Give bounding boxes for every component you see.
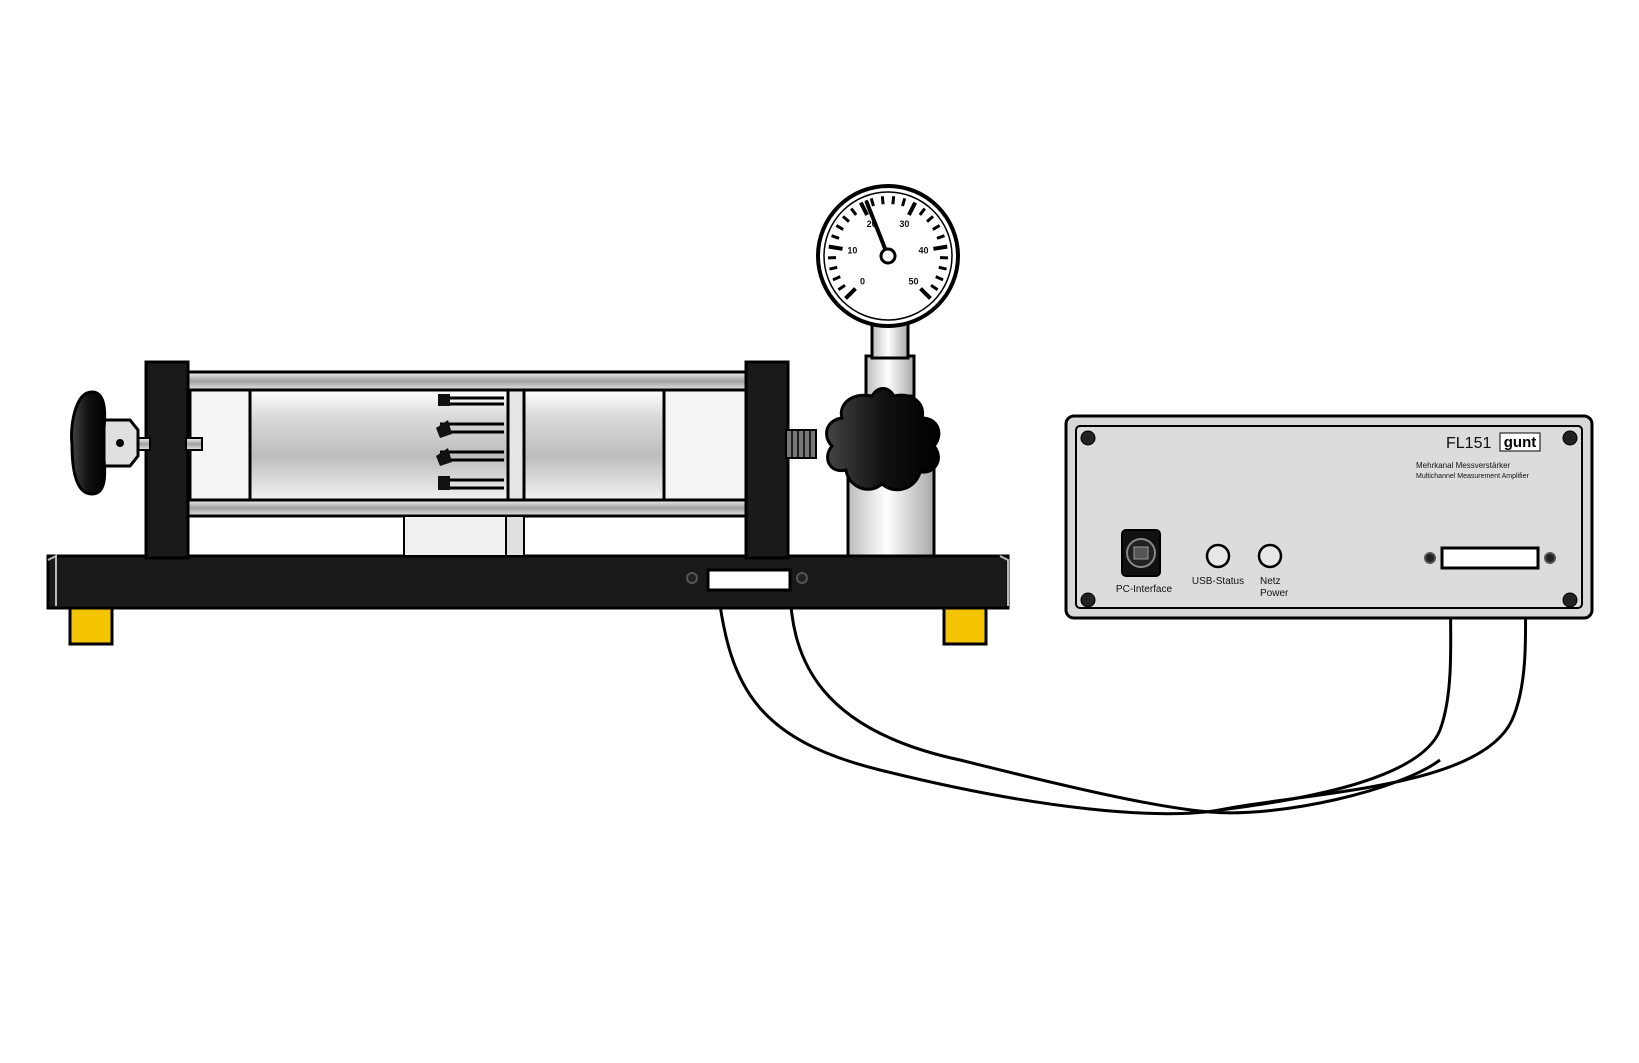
gauge-tick <box>931 224 941 231</box>
power-label-de: Netz <box>1260 576 1281 587</box>
gauge-tick-label: 20 <box>867 219 877 229</box>
amplifier-model: FL151 <box>1446 435 1491 452</box>
screw-icon <box>1080 430 1096 446</box>
power-label-en: Power <box>1260 588 1289 599</box>
amplifier-title-en: Multichannel Measurement Amplifier <box>1416 473 1529 480</box>
cylinder-assembly <box>70 360 817 560</box>
foot-left <box>68 606 114 646</box>
svg-text:gunt: gunt <box>1504 434 1536 451</box>
gauge-tick <box>918 207 926 216</box>
power-led <box>1257 543 1283 569</box>
gauge-tick <box>891 196 896 205</box>
screw-icon <box>1424 552 1436 564</box>
valve-knob-icon <box>825 387 941 492</box>
gauge-tick <box>933 244 948 251</box>
pressure-gauge: 0 10 20 30 40 50 <box>816 184 960 328</box>
pc-interface-port[interactable] <box>1121 529 1161 577</box>
gauge-tick-label: 10 <box>847 245 857 255</box>
measurement-amplifier: FL151 gunt Mehrkanal Messverstärker Mult… <box>1064 414 1594 620</box>
gauge-tick-label: 30 <box>899 219 909 229</box>
gauge-tick <box>880 196 885 205</box>
gauge-tick <box>935 275 944 282</box>
gauge-tick-label: 50 <box>908 276 918 286</box>
gauge-tick <box>919 287 932 300</box>
gauge-tick <box>850 207 858 216</box>
gauge-tick <box>907 201 918 216</box>
gauge-tick <box>869 197 875 207</box>
ribbon-cable <box>716 567 1528 816</box>
gauge-tick <box>926 215 934 223</box>
base-frame <box>46 554 1010 646</box>
gauge-tick <box>835 224 845 231</box>
gauge-tick <box>837 283 846 291</box>
foot-right <box>942 606 988 646</box>
gauge-tick <box>832 275 841 282</box>
gauge-tick <box>901 197 907 207</box>
screw-icon <box>686 572 698 584</box>
strain-gauge-leads <box>440 396 504 490</box>
gauge-tick <box>842 215 850 223</box>
gauge-tick <box>936 234 945 240</box>
gauge-tick <box>831 234 840 240</box>
gauge-tick <box>828 244 843 251</box>
gauge-tick-label: 0 <box>860 276 865 286</box>
base-ribbon-connector <box>706 568 792 592</box>
gauge-tick <box>858 201 869 216</box>
gauge-needle <box>864 200 890 258</box>
gauge-tick <box>844 287 857 300</box>
screw-icon <box>1562 592 1578 608</box>
screw-icon <box>1544 552 1556 564</box>
gauge-tick <box>938 265 947 271</box>
gauge-tick <box>829 265 838 271</box>
screw-icon <box>1562 430 1578 446</box>
valve-assembly <box>825 320 941 558</box>
hand-knob-icon <box>70 390 107 496</box>
gunt-logo-icon: gunt <box>1499 432 1541 452</box>
usb-status-label: USB-Status <box>1192 576 1244 587</box>
gauge-tick <box>930 283 939 291</box>
screw-icon <box>1080 592 1096 608</box>
amplifier-title-de: Mehrkanal Messverstärker <box>1416 461 1511 470</box>
gauge-tick-label: 40 <box>919 245 929 255</box>
gauge-hub <box>879 247 897 265</box>
amplifier-ribbon-connector[interactable] <box>1440 546 1540 570</box>
pc-interface-label: PC-Interface <box>1116 584 1173 595</box>
usb-status-led <box>1205 543 1231 569</box>
screw-icon <box>796 572 808 584</box>
